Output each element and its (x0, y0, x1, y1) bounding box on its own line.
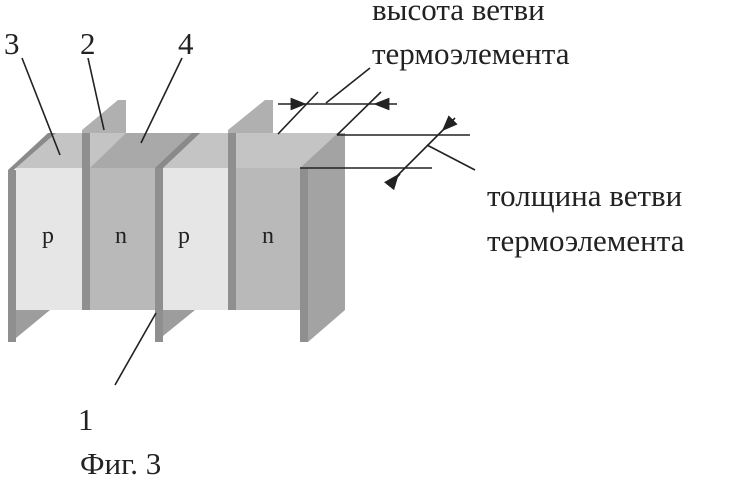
plate-1-bottom (163, 310, 195, 342)
plate-1-front (155, 168, 163, 342)
height-label-line2: термоэлемента (372, 38, 569, 69)
ref-number-1: 1 (78, 404, 94, 435)
plate-3-front (8, 170, 16, 342)
plate-2 (82, 133, 90, 310)
leg-label-p-2: p (178, 224, 190, 248)
plate-right-front (300, 168, 308, 342)
height-label-line1: высота ветви (372, 0, 545, 25)
plate-3-bottom (16, 310, 50, 342)
leg-label-p-1: p (42, 224, 54, 248)
ref-number-4: 4 (178, 28, 194, 59)
thickness-label-line1: толщина ветви (487, 180, 682, 211)
ref-number-2: 2 (80, 28, 96, 59)
plate-4-top (228, 100, 273, 133)
plate-4 (228, 133, 236, 310)
ref-number-3: 3 (4, 28, 20, 59)
leg-label-n-2: n (262, 224, 274, 248)
thickness-label-line2: термоэлемента (487, 225, 684, 256)
leg-p-2 (163, 168, 228, 310)
figure-caption: Фиг. 3 (80, 448, 161, 479)
leg-label-n-1: n (115, 224, 127, 248)
